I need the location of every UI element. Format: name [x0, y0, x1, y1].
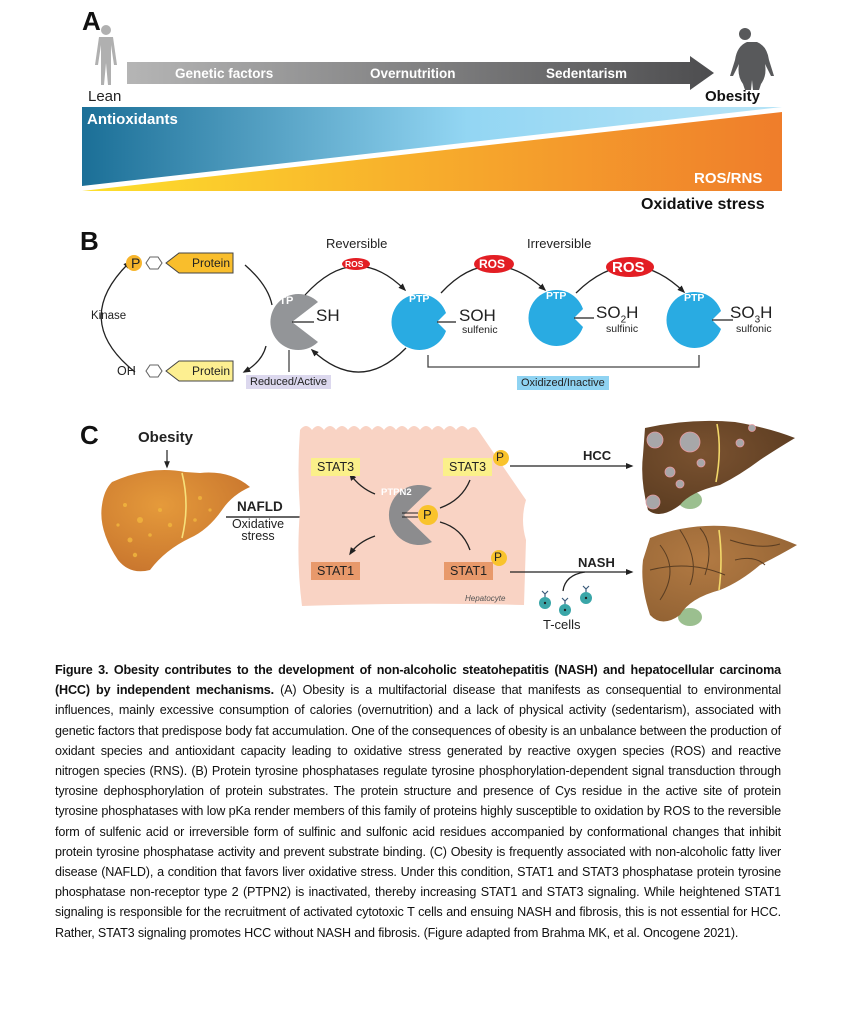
ptpn2-label: PTPN2	[381, 487, 412, 498]
stat1-phosphate	[491, 550, 507, 566]
oxidative-stress-c-label: Oxidative stress	[231, 517, 285, 543]
ros-label-small: ROS	[345, 259, 364, 269]
nash-label: NASH	[578, 555, 615, 570]
protein-phospho-label: Protein	[192, 256, 231, 270]
so-text: SO	[730, 303, 755, 322]
ros-badge	[474, 255, 514, 273]
hcc-label: HCC	[583, 448, 612, 463]
panel-b-diagram	[100, 252, 733, 382]
stat3-phosphate	[493, 450, 509, 466]
stat1-box: STAT1	[311, 562, 361, 580]
stat3-box: STAT3	[311, 458, 361, 476]
ptp-sulfonic-shape	[666, 292, 721, 348]
ptp-reduced-shape	[270, 294, 318, 350]
stat1-p-label: P	[494, 550, 503, 564]
sh-group-label: SH	[316, 306, 340, 325]
dephospho-protein-shape	[165, 360, 234, 382]
fatty-liver-icon	[101, 469, 250, 572]
figure-caption: Figure 3. Obesity contributes to the dev…	[55, 660, 781, 943]
oh-label: OH	[117, 364, 136, 378]
subscript: 3	[754, 314, 761, 326]
panel-a-letter: A	[82, 6, 101, 36]
sulfinic-label: sulfinic	[606, 323, 639, 335]
h-text: H	[626, 303, 639, 322]
reduced-active-badge: Reduced/Active	[246, 375, 332, 389]
ptp-label-sulfenic: PTP	[409, 293, 430, 305]
kinase-label: Kinase	[91, 310, 127, 322]
reversible-oxidation-arrow	[304, 265, 407, 296]
so-text: SO	[596, 303, 621, 322]
ros-badge-large	[606, 257, 654, 277]
soh-group-label: SOH	[459, 306, 496, 325]
panel-c-letter: C	[80, 420, 99, 450]
factor-overnutrition: Overnutrition	[370, 66, 456, 81]
obese-person-icon	[730, 28, 774, 90]
nafld-label: NAFLD	[237, 499, 283, 514]
h-text: H	[760, 303, 773, 322]
oxidized-inactive-badge: Oxidized/Inactive	[517, 376, 609, 390]
so3h-group-label: SO3H	[730, 303, 772, 325]
stat3-p-label: P	[496, 450, 505, 464]
phosphate-label: P	[131, 255, 141, 271]
reversible-label: Reversible	[326, 236, 388, 251]
lean-label: Lean	[88, 88, 122, 105]
so2h-group-label: SO2H	[596, 303, 638, 325]
substrate-arrow	[244, 264, 273, 306]
obesity-label: Obesity	[705, 88, 761, 105]
hcc-liver-icon	[642, 420, 795, 514]
obesity-c-label: Obesity	[138, 429, 194, 446]
panel-b-letter: B	[80, 226, 99, 256]
hepatocyte-label: Hepatocyte	[465, 594, 506, 603]
tcell-icon	[539, 590, 551, 609]
factor-genetic: Genetic factors	[175, 66, 274, 81]
ptp-sulfenic-shape	[391, 294, 446, 350]
phospho-protein-shape	[165, 252, 234, 274]
kinase-arrow	[100, 260, 136, 373]
ptp-label-sulfinic: PTP	[546, 290, 567, 302]
factor-sedentarism: Sedentarism	[546, 66, 628, 81]
ptp-sulfinic-shape	[528, 290, 583, 346]
nash-liver-icon	[642, 525, 797, 626]
reduction-arrow	[310, 347, 407, 373]
sulfonic-label: sulfonic	[736, 323, 772, 335]
lean-person-icon	[95, 25, 117, 85]
tcells-label: T-cells	[543, 617, 581, 632]
stat3-phospho-box: STAT3	[443, 458, 493, 476]
ptp-label-reduced: PTP	[272, 295, 294, 307]
subscript: 2	[620, 314, 627, 326]
antioxidants-label: Antioxidants	[87, 111, 178, 128]
ptpn2-shape	[388, 485, 432, 545]
panel-a-diagram	[82, 25, 782, 191]
stat1-phospho-box: STAT1	[444, 562, 494, 580]
protein-dephospho-label: Protein	[192, 364, 231, 378]
phosphate-circle	[126, 255, 142, 271]
ptpn2-p-label: P	[423, 507, 432, 522]
sulfenic-label: sulfenic	[462, 324, 498, 336]
ros-label: ROS	[479, 257, 506, 271]
caption-title: Figure 3. Obesity contributes to the dev…	[55, 663, 781, 698]
caption-body: (A) Obesity is a multifactorial disease …	[55, 683, 781, 940]
tcell-icon	[559, 597, 571, 616]
antioxidant-wedge	[82, 107, 782, 186]
product-arrow	[242, 345, 267, 373]
ros-rns-label: ROS/RNS	[694, 170, 763, 187]
oxidized-bracket	[427, 355, 700, 368]
progression-arrow	[127, 56, 714, 90]
panel-c-diagram	[101, 420, 797, 626]
ros-label-large: ROS	[612, 259, 645, 276]
ptp-label-sulfonic: PTP	[684, 292, 705, 304]
phosphate-bound-circle	[418, 505, 438, 525]
tcell-icon	[580, 585, 592, 604]
oxidative-stress-label: Oxidative stress	[641, 196, 765, 213]
ros-badge-small	[342, 258, 370, 270]
tyrosine-ring-icon	[145, 256, 163, 270]
tyrosine-ring-icon	[145, 364, 163, 378]
ros-wedge	[82, 112, 782, 191]
irreversible-label: Irreversible	[527, 236, 592, 251]
